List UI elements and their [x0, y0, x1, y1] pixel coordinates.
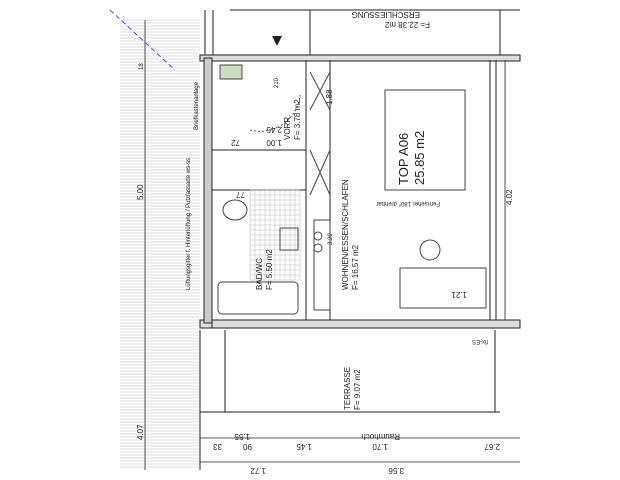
sofa — [399, 267, 487, 309]
dim-label: 77 — [236, 190, 245, 199]
dim-label: 3.56 — [388, 466, 404, 475]
dim-label: 3.20 — [328, 233, 334, 245]
shaft — [219, 64, 243, 80]
tv-note: Fernseher 180° drehbar — [376, 200, 440, 206]
dim-label: 90 — [243, 442, 252, 451]
unit-name: TOP A06 — [396, 133, 411, 185]
dim-label: 4.02 — [505, 189, 514, 205]
living-room-name: WOHNEN/ESSEN/SCHLAFEN — [341, 179, 350, 290]
dim-label: 1.72 — [250, 466, 266, 475]
terrace-area: F= 9.07 m2 — [353, 369, 362, 410]
walls — [199, 9, 521, 470]
dim-label: 1.70 — [372, 442, 388, 451]
bath-area: F= 5.50 m2 — [265, 249, 274, 290]
table — [419, 239, 441, 261]
fixtures — [217, 64, 487, 315]
access-name: ERSCHLIESSUNG — [352, 10, 420, 19]
dim-label: 1.21 — [451, 290, 467, 299]
dim-label: 210 — [274, 77, 280, 88]
hall-area: F= 3.78 m2 — [293, 99, 302, 140]
dim-label: 18 — [139, 63, 145, 70]
dim-label: 33 — [213, 442, 222, 451]
dim-label: 4.07 — [136, 424, 145, 440]
fixed-note: fix-ES — [472, 338, 488, 344]
dim-label: 2.67 — [484, 442, 500, 451]
shaft-note: Lüftungsgitter f. Hinterlüftung / Putzfa… — [186, 158, 192, 290]
living-room-area: F= 16.57 m2 — [351, 244, 360, 290]
dim-label: 5.00 — [136, 184, 145, 200]
dim-label: 1.88 — [325, 89, 334, 105]
terrace-name: TERRASSE — [343, 367, 352, 410]
property-line — [109, 9, 176, 71]
toilet — [222, 199, 248, 221]
kitchen-counter — [313, 219, 331, 311]
unit-area: 25.85 m2 — [412, 131, 427, 185]
dimension-lines — [144, 20, 520, 470]
mailbox-note: Briefkastenanlage — [194, 81, 200, 130]
section-marker-icon — [272, 36, 282, 46]
dimension-labels: 5.00 4.07 4.02 1.55 90 33 1.45 1.70 2.67… — [136, 63, 514, 475]
hall-name: VORR. — [283, 115, 292, 140]
access-area: F= 22.38 m2 — [384, 20, 430, 29]
sink — [279, 227, 299, 251]
dim-label: 72 — [231, 138, 240, 147]
bathtub — [217, 281, 299, 315]
bed — [384, 89, 466, 191]
bath-name: BAD/WC — [255, 258, 264, 290]
dim-label: 2.45 — [266, 125, 282, 134]
height-note: Raumhoch — [361, 432, 400, 441]
dim-label: 1.00 — [266, 138, 282, 147]
dim-label: 1.45 — [296, 442, 312, 451]
dim-label: 1.55 — [234, 432, 250, 441]
